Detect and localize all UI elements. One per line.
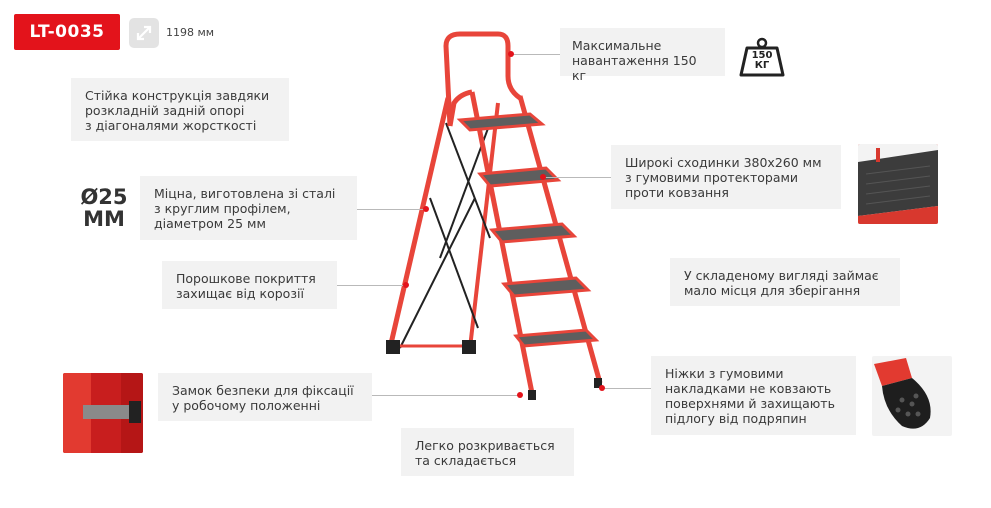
feature-lock-text: Замок безпеки для фіксації у робочому по… [172,383,354,413]
connector-line [337,285,407,286]
feature-max-load-text: Максимальне навантаження 150 кг [572,38,697,83]
marker-dot [403,282,409,288]
diameter-text: Ø25 ММ [80,185,128,231]
ladder-illustration [386,31,603,400]
marker-dot [599,385,605,391]
marker-dot [423,206,429,212]
feature-coating-text: Порошкове покриття захищає від корозії [176,271,316,301]
weight-icon: 150 КГ [738,36,786,78]
connector-line [512,54,560,55]
marker-dot [508,51,514,57]
product-code: LT-0035 [29,22,105,42]
feature-coating: Порошкове покриття захищає від корозії [162,261,337,309]
feature-easy: Легко розкривається та складається [401,428,574,476]
feature-folded: У складеному вигляді займає мало місця д… [670,258,900,306]
feature-stability-text: Стійка конструкція завдяки розкладній за… [85,88,270,133]
diameter-label: Ø25 ММ [74,186,134,230]
feature-feet-text: Ніжки з гумовими накладками не ковзають … [665,366,835,426]
feature-folded-text: У складеному вигляді займає мало місця д… [684,268,879,298]
product-code-badge: LT-0035 [14,14,120,50]
feature-steel-text: Міцна, виготовлена зі сталі з круглим пр… [154,186,336,231]
connector-line [603,388,651,389]
rubber-foot-photo [872,356,952,436]
connector-line [372,395,520,396]
connector-line [357,209,427,210]
marker-dot [517,392,523,398]
feature-steel: Міцна, виготовлена зі сталі з круглим пр… [140,176,357,240]
resize-diagonal-icon [129,18,159,48]
weight-icon-label: 150 КГ [751,50,773,71]
step-tread-photo [858,144,938,224]
marker-dot [540,174,546,180]
connector-line [544,177,612,178]
safety-lock-photo [63,373,143,453]
feature-max-load: Максимальне навантаження 150 кг [560,28,725,83]
feature-steps-text: Широкі сходинки 380х260 мм з гумовими пр… [625,155,822,200]
feature-lock: Замок безпеки для фіксації у робочому по… [158,373,372,421]
height-value: 1198 мм [166,26,215,39]
feature-easy-text: Легко розкривається та складається [415,438,555,468]
feature-steps: Широкі сходинки 380х260 мм з гумовими пр… [611,145,841,209]
feature-feet: Ніжки з гумовими накладками не ковзають … [651,356,856,435]
feature-stability: Стійка конструкція завдяки розкладній за… [71,78,289,141]
